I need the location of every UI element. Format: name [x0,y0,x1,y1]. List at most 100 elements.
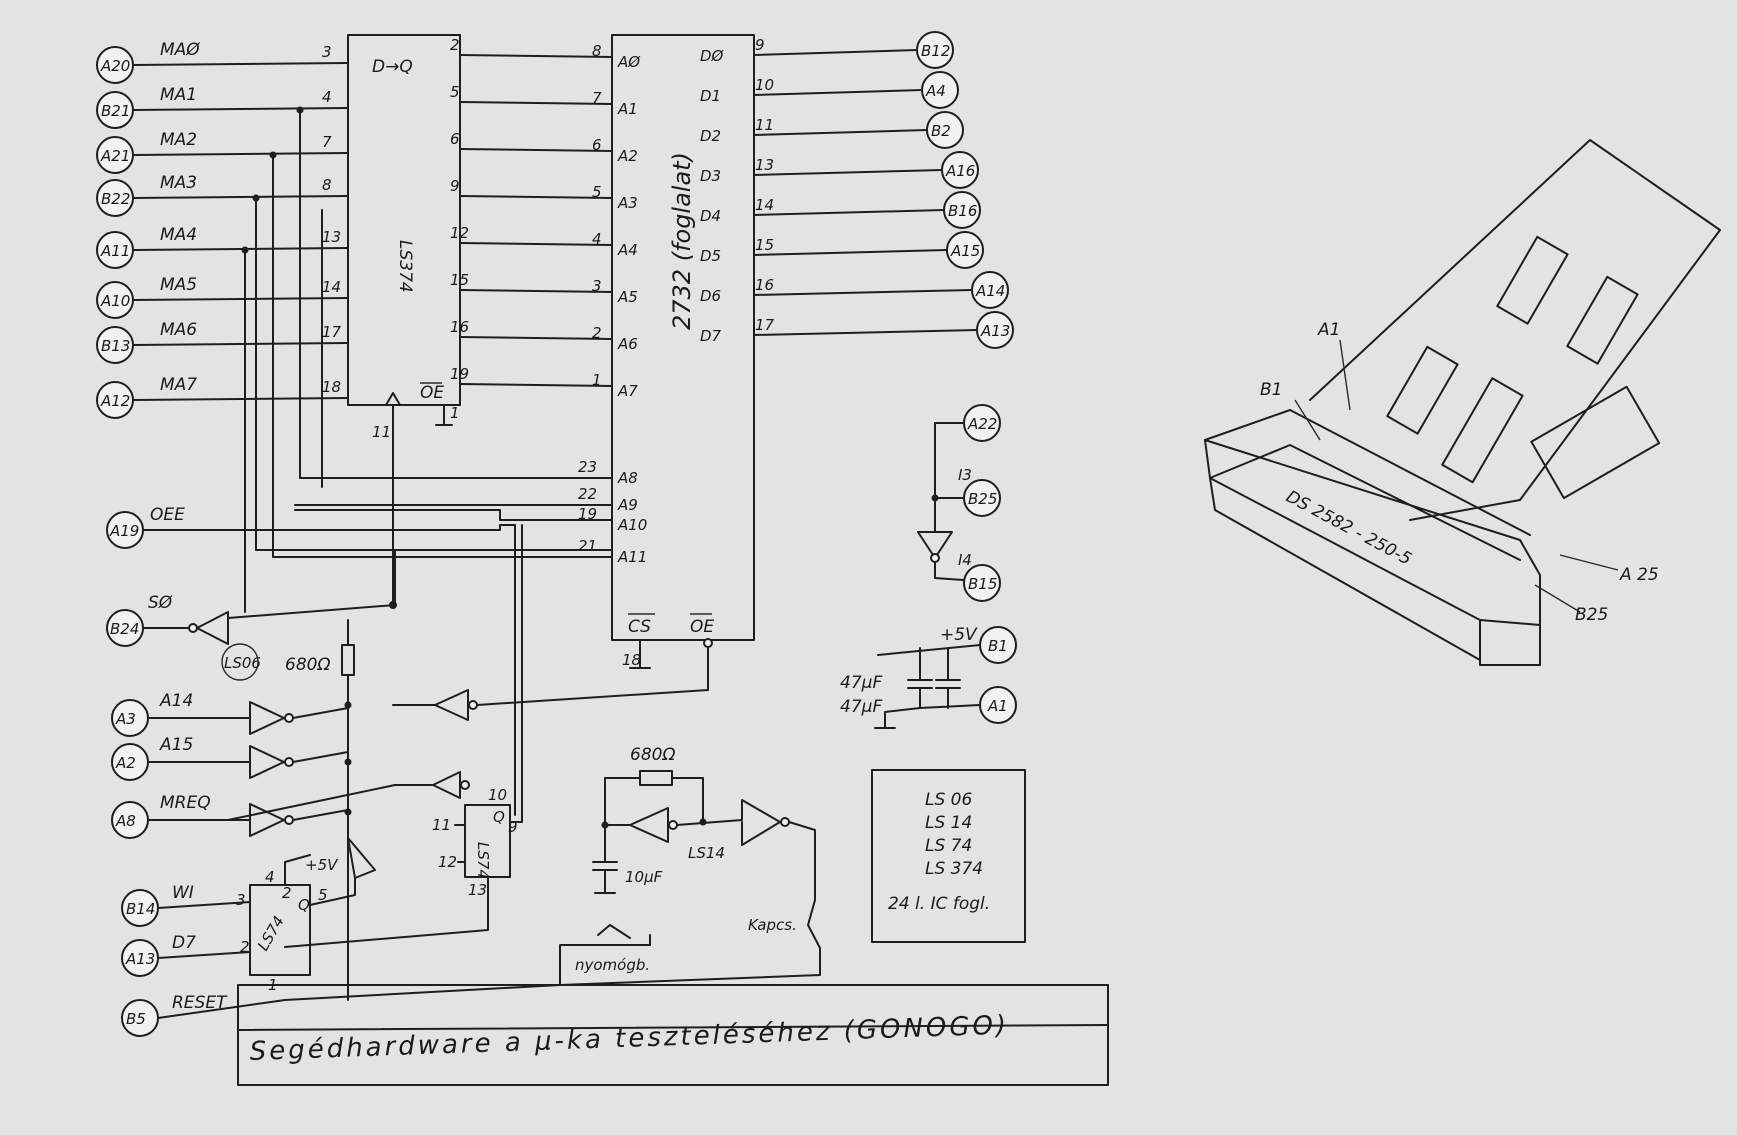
conn-data-b16 [943,191,981,229]
latch-out-wire-0 [459,54,613,58]
oee-line: A19 OEE [106,505,516,816]
bottom-signal-2: RESET [172,993,228,1013]
eprom-data-label-5: D5 [700,247,721,265]
eprom-addr-pin-1: 7 [592,89,602,107]
parts-item-3: LS 374 [925,859,983,879]
latch-in-wire-1 [132,107,349,111]
s0-gate: B24 SØ LS06 [106,549,397,681]
latch-out-wire-4 [459,242,613,246]
latch-in-pin-2: 7 [322,133,332,151]
eprom-addr-pin-7: 1 [592,371,602,389]
ff-bottom-ls74: LS74 +5V 4 2 3 5 2 1 Q [236,837,376,994]
cap1-label: 47μF [840,673,882,693]
conn-gate-a8-label: A8 [115,812,136,830]
eprom-addr-label-7: A7 [617,382,638,400]
conn-data-a14-label: A14 [975,282,1005,300]
page-title: Segédhardware a μ-ka teszteléséhez (GONO… [249,1010,1009,1066]
eprom-high-label-2: A10 [617,516,647,534]
conn-a12-label: A12 [100,392,130,410]
gate-wiring [227,646,709,821]
eprom-high-pin-0: 23 [578,458,597,476]
latch-in-pin-0: 3 [322,43,332,61]
latch-in-pin-5: 14 [322,278,341,296]
eprom-oe-label: OE [690,617,714,637]
board-label-a25: A 25 [1619,565,1659,585]
s0-signal: SØ [148,593,173,613]
bottom-wire-2 [157,999,286,1019]
ff-small-q: Q [493,808,505,826]
latch-in-pin-7: 18 [322,378,341,396]
conn-data-a13 [976,311,1014,349]
eprom-addr-label-0: AØ [617,53,641,71]
gate-body-0 [147,701,285,735]
conn-b13-label: B13 [101,337,130,355]
board-chip-label: DS 2582 - 250-5 [1283,487,1415,570]
latch-ls374: D→Q LS374 OE 1 11 [347,34,461,606]
gate-signal-2: MREQ [160,793,211,813]
bottom-wire-1 [157,951,251,959]
eprom-high-pin-2: 19 [578,505,597,523]
conn-b21-label: B21 [101,102,130,120]
ff-bottom-plus5: +5V [305,856,339,874]
ff-bottom-q: Q [298,896,310,914]
latch-out-pin-5: 15 [450,271,469,289]
eprom-data-wire-3 [753,169,943,176]
latch-in-pin-6: 17 [322,323,342,341]
ls06-label: LS06 [224,654,261,672]
latch-out-pin-6: 16 [450,318,469,336]
ff-small-name: LS74 [474,842,492,879]
ff-bottom-pin-2b: 2 [240,938,250,956]
osc-switch-label: Kapcs. [748,916,797,934]
latch-out-wire-1 [459,101,613,105]
latch-in-wire-6 [132,342,349,346]
eprom-addr-pin-0: 8 [592,42,602,60]
jumper-label-1: I3 [958,466,972,484]
conn-a20-label: A20 [100,57,130,75]
eprom-data-wire-0 [753,49,918,56]
gate-bubble-0 [284,713,294,723]
conn-gate-a2-label: A2 [115,754,136,772]
latch-signal-2: MA2 [160,130,197,150]
conn-data-b2-label: B2 [931,122,951,140]
eprom-data-pin-4: 14 [755,196,774,214]
latch-name: LS374 [395,240,415,293]
ff-small-pin-11: 11 [432,816,451,834]
eprom-data-wire-5 [753,249,948,256]
latch-out-wire-7 [459,383,613,387]
conn-data-a13-label: A13 [980,322,1010,340]
eprom-addr-label-1: A1 [617,100,638,118]
conn-a11-label: A11 [100,242,130,260]
conn-data-a4-label: A4 [925,82,946,100]
latch-in-wire-3 [132,195,349,199]
eprom-addr-label-4: A4 [617,241,638,259]
latch-oe-pin: 1 [450,404,460,422]
conn-data-b16-label: B16 [948,202,977,220]
board-label-b1: B1 [1260,380,1282,400]
eprom-data-pin-1: 10 [755,76,774,94]
conn-bottom-b5-label: B5 [126,1010,146,1028]
cap2-label: 47μF [840,697,882,717]
ff-small-pin-13: 13 [468,881,487,899]
conn-data-a4 [921,71,959,109]
eprom-cs-label: CS [628,617,651,637]
eprom-data-pin-5: 15 [755,236,774,254]
latch-out-wire-5 [459,289,613,293]
eprom-data-pin-3: 13 [755,156,774,174]
board-label-b25: B25 [1575,605,1608,625]
latch-out-wire-3 [459,195,613,199]
ff-small-ls74: LS74 10 11 12 9 13 Q [284,524,523,948]
latch-in-pin-1: 4 [322,88,332,106]
eprom-high-label-0: A8 [617,469,638,487]
pullup-resistor: 680Ω [285,619,355,1001]
eprom-body [611,34,755,641]
parts-item-4: 24 l. IC fogl. [888,894,990,914]
latch-in-wire-0 [132,62,349,66]
oscillator: 680Ω 10μF LS14 Kapcs. nyomógb. [284,745,821,1001]
eprom-2732: 2732 (foglalat) CS OE 18 [611,34,755,669]
parts-item-2: LS 74 [925,836,972,856]
